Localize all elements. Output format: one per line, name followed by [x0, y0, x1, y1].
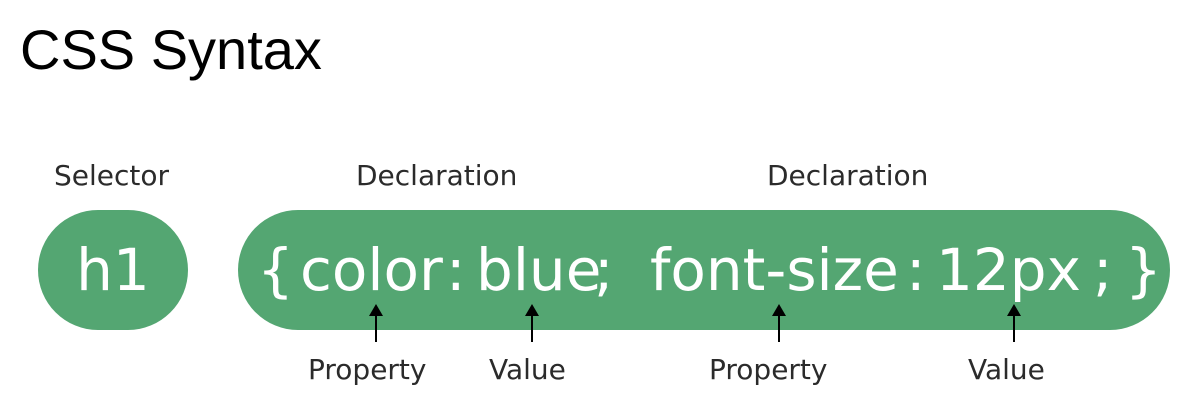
value-arrow-icon — [1007, 304, 1021, 342]
annotation-property-2: Property — [709, 353, 828, 386]
declaration-1-semicolon: ; — [594, 236, 614, 304]
property-arrow-icon — [369, 304, 383, 342]
page-title: CSS Syntax — [20, 18, 322, 81]
open-brace: { — [257, 236, 294, 304]
selector-label: Selector — [54, 159, 170, 192]
declaration-2-colon: : — [906, 236, 926, 304]
annotation-property-1: Property — [308, 353, 427, 386]
declaration-1-value: blue — [476, 236, 602, 304]
declaration-2-value: 12px — [936, 236, 1081, 304]
selector-pill: h1 — [38, 210, 188, 330]
declaration-label-1: Declaration — [356, 159, 518, 192]
annotation-value-1: Value — [489, 353, 566, 386]
declaration-label-2: Declaration — [767, 159, 929, 192]
declaration-2-semicolon: ; — [1093, 236, 1113, 304]
value-arrow-icon — [525, 304, 539, 342]
property-arrow-icon — [772, 304, 786, 342]
close-brace: } — [1125, 236, 1162, 304]
declaration-1-colon: : — [446, 236, 466, 304]
declaration-1-property: color — [300, 236, 443, 304]
annotation-value-2: Value — [968, 353, 1045, 386]
declaration-2-property: font-size — [650, 236, 899, 304]
